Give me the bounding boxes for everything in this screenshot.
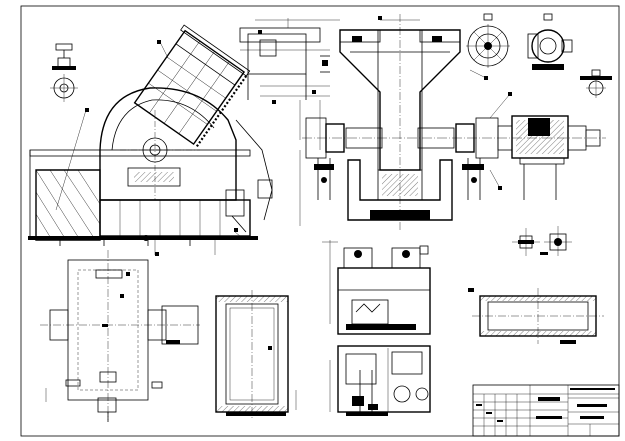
foundation-plan bbox=[40, 250, 200, 422]
base-frame-plan bbox=[468, 288, 604, 344]
fan-front-elevation bbox=[28, 24, 273, 256]
duct-elevation bbox=[239, 18, 340, 150]
fan-side-elevation bbox=[299, 14, 606, 230]
title-block bbox=[472, 384, 620, 437]
bearing-detail bbox=[50, 43, 78, 102]
lube-station-plan bbox=[329, 345, 431, 416]
motor-detail bbox=[527, 13, 612, 98]
coupling-detail bbox=[512, 226, 572, 256]
sheet-border bbox=[20, 5, 620, 437]
fan-top-view bbox=[466, 13, 510, 68]
frame-plan bbox=[215, 290, 297, 418]
lube-station-elevation bbox=[322, 240, 431, 335]
